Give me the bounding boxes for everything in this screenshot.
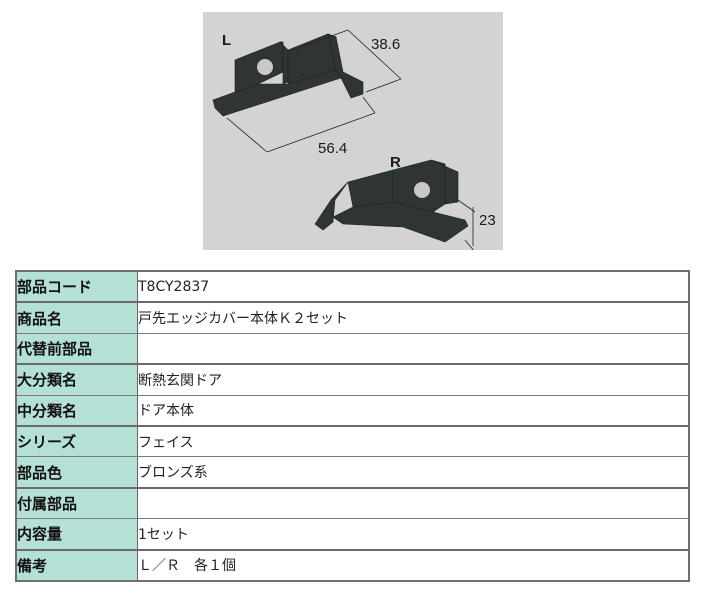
row-value: 断熱玄関ドア <box>137 364 689 396</box>
table-row: 備考 Ｌ／Ｒ 各１個 <box>16 549 689 581</box>
row-value: Ｌ／Ｒ 各１個 <box>137 549 689 581</box>
right-part-label: R <box>390 154 401 171</box>
table-row: 付属部品 <box>16 487 689 520</box>
row-label: 代替前部品 <box>16 333 138 366</box>
row-label: 付属部品 <box>16 487 138 520</box>
row-label: 部品色 <box>16 456 138 489</box>
spec-table: 部品コード T8CY2837 商品名 戸先エッジカバー本体Ｋ２セット 代替前部品… <box>15 270 690 582</box>
dimension-height: 23 <box>479 212 496 229</box>
row-value: T8CY2837 <box>137 271 689 304</box>
row-value <box>137 333 689 366</box>
row-label: 部品コード <box>16 271 138 304</box>
product-photo: L R 38.6 56.4 23 <box>203 12 503 250</box>
table-row: シリーズ フェイス <box>16 425 689 458</box>
row-value <box>137 487 689 520</box>
dimension-depth: 38.6 <box>371 36 401 53</box>
row-label: 備考 <box>16 549 138 581</box>
table-row: 代替前部品 <box>16 333 689 366</box>
table-row: 部品コード T8CY2837 <box>16 271 689 304</box>
table-row: 大分類名 断熱玄関ドア <box>16 364 689 396</box>
row-label: 中分類名 <box>16 395 138 427</box>
row-label: 内容量 <box>16 518 138 551</box>
dimension-width: 56.4 <box>318 140 348 157</box>
row-label: 商品名 <box>16 302 138 334</box>
row-value: 戸先エッジカバー本体Ｋ２セット <box>137 302 689 334</box>
table-row: 部品色 ブロンズ系 <box>16 456 689 489</box>
row-label: 大分類名 <box>16 364 138 396</box>
table-row: 中分類名 ドア本体 <box>16 395 689 427</box>
row-value: フェイス <box>137 425 689 458</box>
bracket-drawing <box>212 29 476 250</box>
row-value: ブロンズ系 <box>137 456 689 489</box>
left-part-label: L <box>222 32 232 49</box>
row-label: シリーズ <box>16 425 138 458</box>
table-row: 内容量 1セット <box>16 518 689 551</box>
table-row: 商品名 戸先エッジカバー本体Ｋ２セット <box>16 302 689 334</box>
row-value: ドア本体 <box>137 395 689 427</box>
row-value: 1セット <box>137 518 689 551</box>
